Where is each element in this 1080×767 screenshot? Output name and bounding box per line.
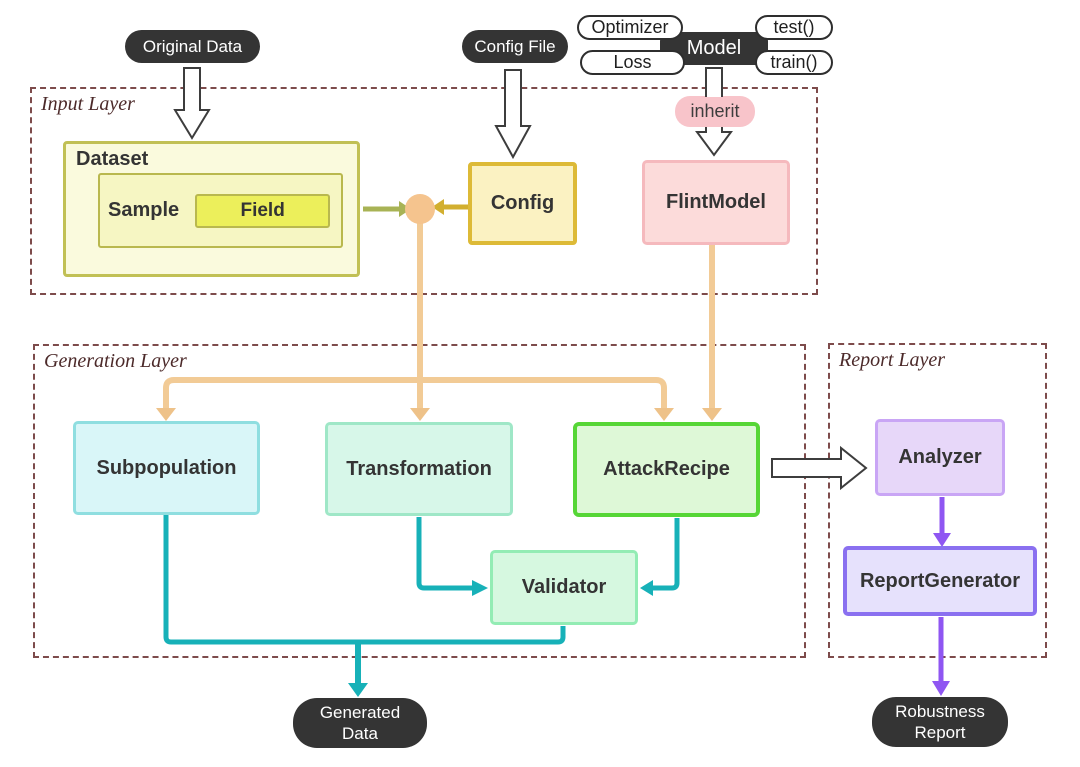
field-box: Field: [195, 193, 331, 228]
dataset-label: Dataset: [76, 148, 149, 170]
sample-label: Sample: [108, 199, 180, 221]
junction-circle: [405, 194, 435, 224]
generated-data-pill: Generated Data: [293, 698, 427, 748]
input-layer-region: Input Layer: [30, 87, 818, 295]
input-layer-label: Input Layer: [41, 93, 135, 115]
robustness-report-pill: Robustness Report: [872, 697, 1008, 747]
validator-box: Validator: [490, 550, 638, 625]
report-layer-region: Report Layer: [828, 343, 1047, 658]
transformation-box: Transformation: [325, 422, 513, 516]
config-file-pill: Config File: [462, 30, 568, 63]
loss-pill: Loss: [580, 50, 685, 75]
test-method-pill: test(): [755, 15, 833, 40]
report-layer-label: Report Layer: [839, 349, 946, 371]
inherit-pill: inherit: [675, 96, 755, 127]
generation-layer-label: Generation Layer: [44, 350, 187, 372]
analyzer-box: Analyzer: [875, 419, 1005, 496]
dataset-box: Dataset Sample Field: [63, 141, 360, 277]
sample-box: Sample Field: [98, 173, 343, 248]
train-method-pill: train(): [755, 50, 833, 75]
config-box: Config: [468, 162, 577, 245]
attackrecipe-box: AttackRecipe: [573, 422, 760, 517]
optimizer-pill: Optimizer: [577, 15, 683, 40]
reportgenerator-box: ReportGenerator: [843, 546, 1037, 616]
flintmodel-box: FlintModel: [642, 160, 790, 245]
subpopulation-box: Subpopulation: [73, 421, 260, 515]
original-data-pill: Original Data: [125, 30, 260, 63]
